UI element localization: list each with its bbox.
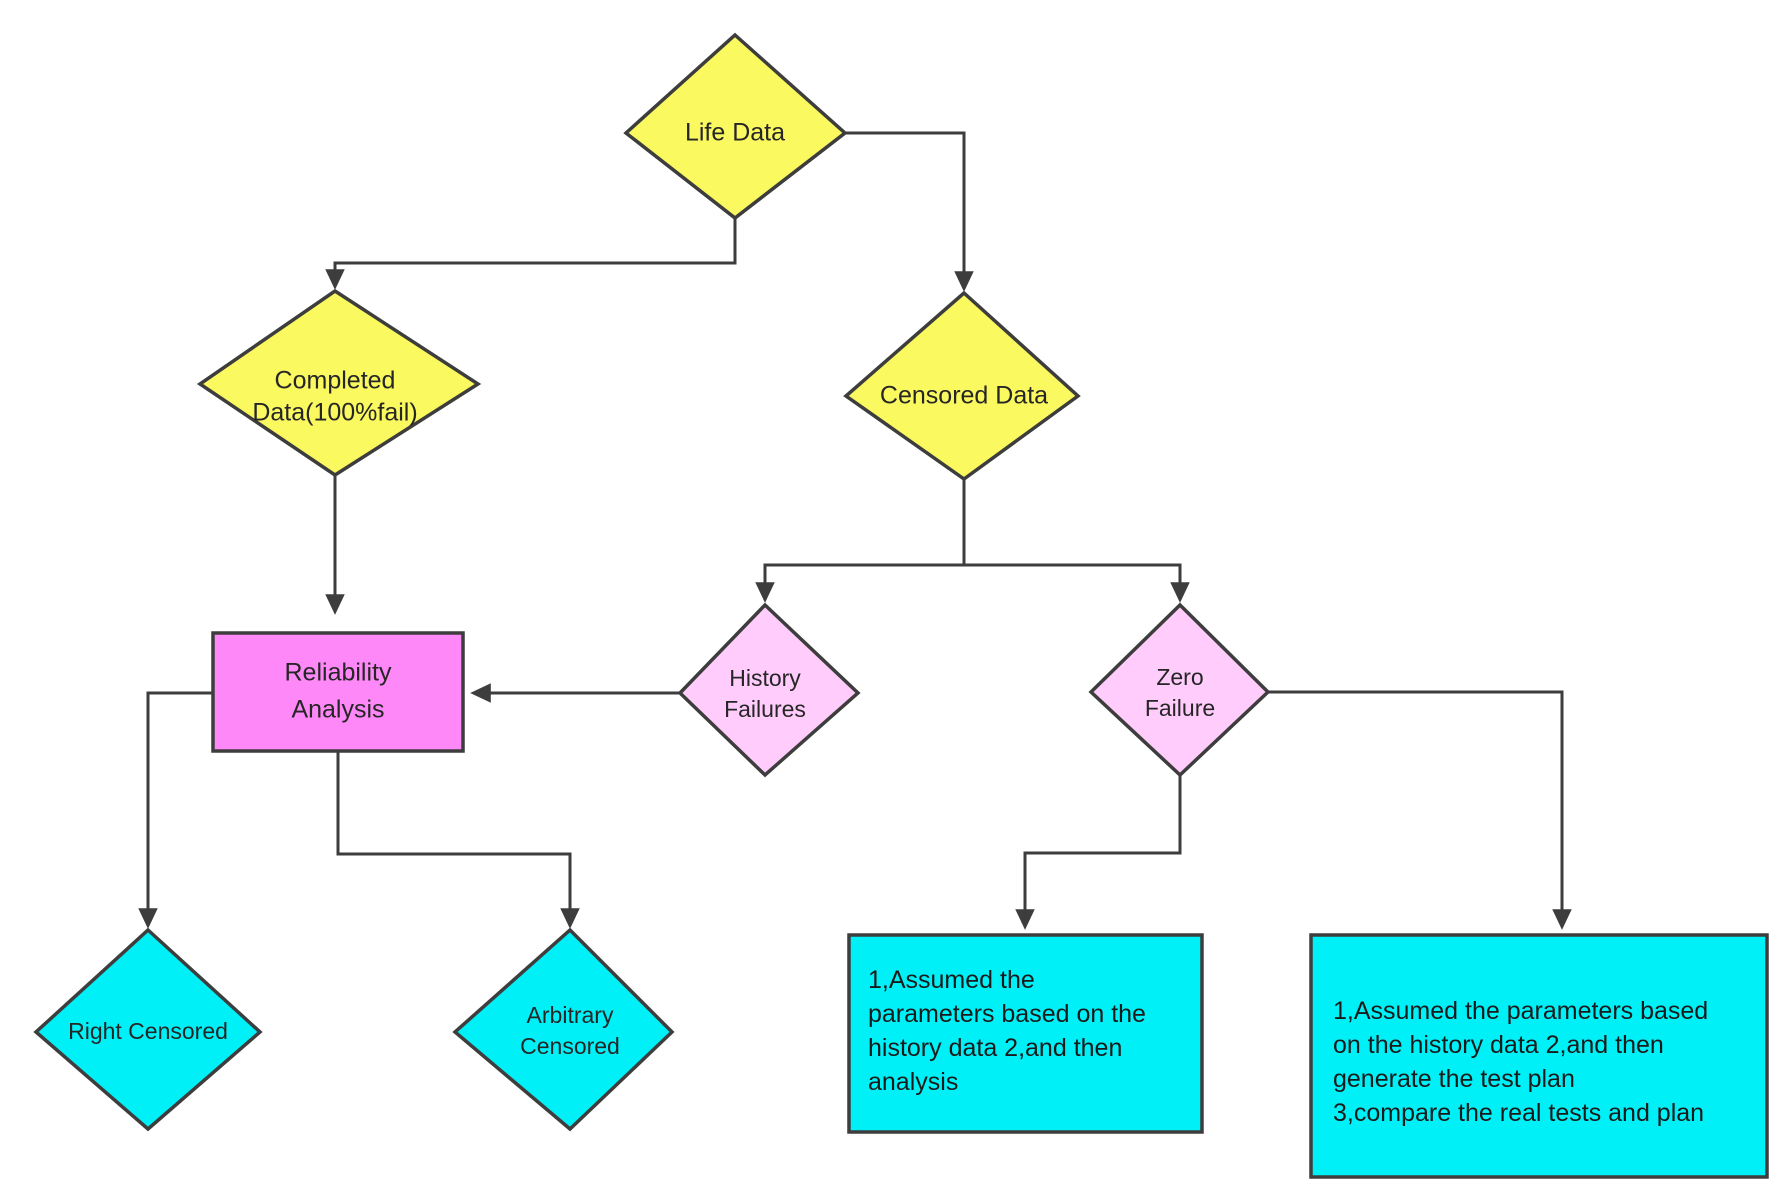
censored-data-label: Censored Data bbox=[880, 382, 1048, 410]
testplan-note-line-2: on the history data 2,and then bbox=[1333, 1031, 1664, 1059]
testplan-note-line-3: generate the test plan bbox=[1333, 1065, 1575, 1093]
reliability-analysis-label-line1: Reliability bbox=[285, 659, 392, 687]
node-zero-failure-testplan-note[interactable]: 1,Assumed the parameters based on the hi… bbox=[1309, 933, 1769, 1179]
censored-data-diamond-shape bbox=[843, 290, 1081, 482]
zero-failure-label-line1: Zero bbox=[1156, 664, 1203, 690]
zero-failure-label-line2: Failure bbox=[1145, 695, 1215, 721]
analysis-note-line-1: 1,Assumed the bbox=[868, 966, 1035, 994]
edge-censored-data-to-history-failures bbox=[755, 479, 966, 603]
node-right-censored[interactable]: Right Censored bbox=[33, 927, 263, 1132]
edge-life-data-to-censored-data bbox=[845, 131, 974, 292]
edge-reliability-analysis-to-arbitrary-censored bbox=[336, 751, 580, 929]
history-failures-label-line1: History bbox=[729, 665, 801, 691]
edge-zero-failure-to-analysis-note bbox=[1015, 775, 1182, 930]
analysis-note-line-3: history data 2,and then bbox=[868, 1034, 1122, 1062]
reliability-analysis-label-line2: Analysis bbox=[291, 696, 384, 724]
testplan-note-line-1: 1,Assumed the parameters based bbox=[1333, 997, 1708, 1025]
zero-failure-testplan-note-box-shape bbox=[1309, 933, 1769, 1179]
arbitrary-censored-diamond-shape bbox=[452, 927, 675, 1132]
analysis-note-line-2: parameters based on the bbox=[868, 1000, 1146, 1028]
node-history-failures[interactable]: History Failures bbox=[677, 602, 861, 778]
arbitrary-censored-label-line1: Arbitrary bbox=[527, 1002, 614, 1028]
node-completed-data[interactable]: Completed Data(100%fail) bbox=[196, 288, 482, 478]
testplan-note-line-4: 3,compare the real tests and plan bbox=[1333, 1099, 1704, 1127]
life-data-label: Life Data bbox=[685, 119, 785, 147]
node-censored-data[interactable]: Censored Data bbox=[843, 290, 1081, 482]
edge-life-data-to-completed-data bbox=[325, 218, 737, 290]
edge-censored-data-to-zero-failure bbox=[964, 563, 1190, 603]
right-censored-diamond-shape bbox=[33, 927, 263, 1132]
zero-failure-analysis-note-box-shape bbox=[847, 933, 1204, 1134]
life-data-diamond-shape bbox=[623, 32, 848, 221]
node-zero-failure[interactable]: Zero Failure bbox=[1088, 602, 1271, 778]
completed-data-label-line2: Data(100%fail) bbox=[252, 399, 417, 427]
right-censored-label: Right Censored bbox=[68, 1018, 228, 1044]
completed-data-diamond-shape bbox=[196, 288, 482, 478]
completed-data-label-line1: Completed bbox=[275, 367, 396, 395]
edge-zero-failure-to-testplan-note bbox=[1268, 690, 1572, 930]
node-life-data[interactable]: Life Data bbox=[623, 32, 848, 221]
history-failures-label-line2: Failures bbox=[724, 696, 806, 722]
arbitrary-censored-label-line2: Censored bbox=[520, 1033, 620, 1059]
edges-layer bbox=[138, 131, 1572, 930]
node-reliability-analysis[interactable]: Reliability Analysis bbox=[211, 631, 465, 753]
zero-failure-diamond-shape bbox=[1088, 602, 1271, 778]
history-failures-diamond-shape bbox=[677, 602, 861, 778]
reliability-analysis-box-shape bbox=[211, 631, 465, 753]
node-arbitrary-censored[interactable]: Arbitrary Censored bbox=[452, 927, 675, 1132]
node-zero-failure-analysis-note[interactable]: 1,Assumed the parameters based on the hi… bbox=[847, 933, 1204, 1134]
analysis-note-line-4: analysis bbox=[868, 1068, 958, 1096]
edge-reliability-analysis-to-right-censored bbox=[138, 691, 213, 929]
